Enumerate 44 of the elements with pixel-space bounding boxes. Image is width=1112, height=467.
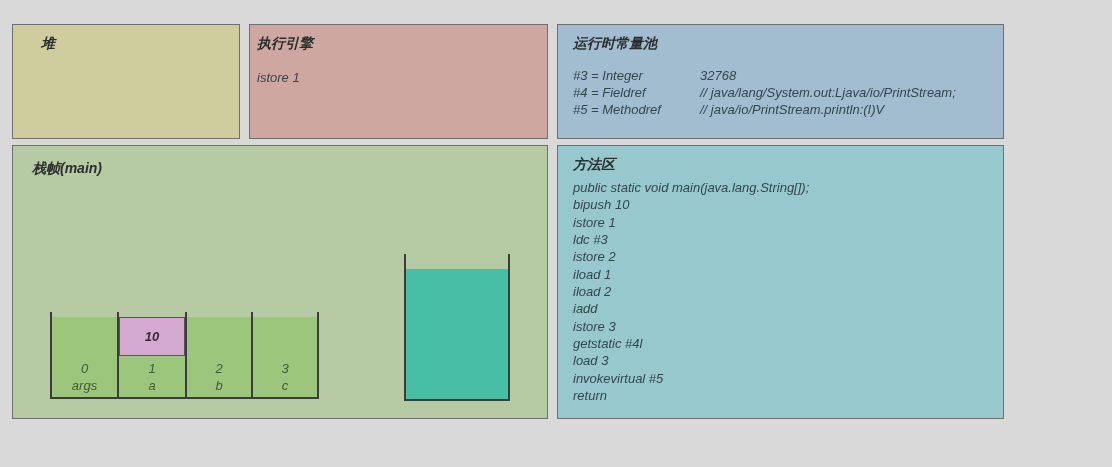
local-variable-slot xyxy=(50,312,117,399)
local-variable-slot xyxy=(185,312,251,399)
instruction-text: bipush 10 xyxy=(573,197,630,212)
instruction-text: getstatic #4l xyxy=(573,336,643,351)
panel-heading: 执行引擎 xyxy=(257,35,313,51)
variable-name: args xyxy=(70,378,99,393)
stored-value: 10 xyxy=(119,317,185,356)
local-variable-slot xyxy=(117,312,185,399)
instruction-text: istore 1 xyxy=(257,70,300,85)
variable-name: a xyxy=(147,378,157,393)
slot-index: 2 xyxy=(214,361,224,376)
constant-description: // java/io/PrintStream.println:(I)V xyxy=(700,102,885,117)
instruction-text: istore 3 xyxy=(573,319,616,334)
instruction-text: return xyxy=(573,388,607,403)
execution-engine-panel xyxy=(249,24,548,139)
instruction-text: public static void main(java.lang.String[]); xyxy=(573,180,810,195)
panel-heading: 运行时常量池 xyxy=(573,35,657,51)
stack-frame-panel xyxy=(12,145,548,419)
constant-description: // java/lang/System.out:Ljava/io/PrintStream; xyxy=(700,85,956,100)
instruction-text: iload 2 xyxy=(573,284,612,299)
method-area-panel xyxy=(557,145,1004,419)
slot-index: 3 xyxy=(280,361,290,376)
constant-entry: #3 = Integer xyxy=(573,68,643,83)
constant-description: 32768 xyxy=(700,68,737,83)
instruction-text: istore 2 xyxy=(573,249,616,264)
local-variable-slot xyxy=(251,312,319,399)
panel-heading: 堆 xyxy=(41,35,55,51)
constant-entry: #5 = Methodref xyxy=(573,102,661,117)
instruction-text: iload 1 xyxy=(573,267,612,282)
constant-pool-panel xyxy=(557,24,1004,139)
instruction-text: invokevirtual #5 xyxy=(573,371,664,386)
instruction-text: istore 1 xyxy=(573,215,616,230)
slot-index: 0 xyxy=(79,361,90,376)
constant-entry: #4 = Fieldref xyxy=(573,85,646,100)
instruction-text: ldc #3 xyxy=(573,232,608,247)
panel-heading: 栈帧(main) xyxy=(32,160,102,176)
panel-heading: 方法区 xyxy=(573,156,615,172)
variable-name: c xyxy=(280,378,290,393)
variable-name: b xyxy=(214,378,224,393)
heap-panel xyxy=(12,24,240,139)
slot-index: 1 xyxy=(147,361,157,376)
instruction-text: load 3 xyxy=(573,353,609,368)
operand-stack-container xyxy=(404,254,510,401)
instruction-text: iadd xyxy=(573,301,598,316)
